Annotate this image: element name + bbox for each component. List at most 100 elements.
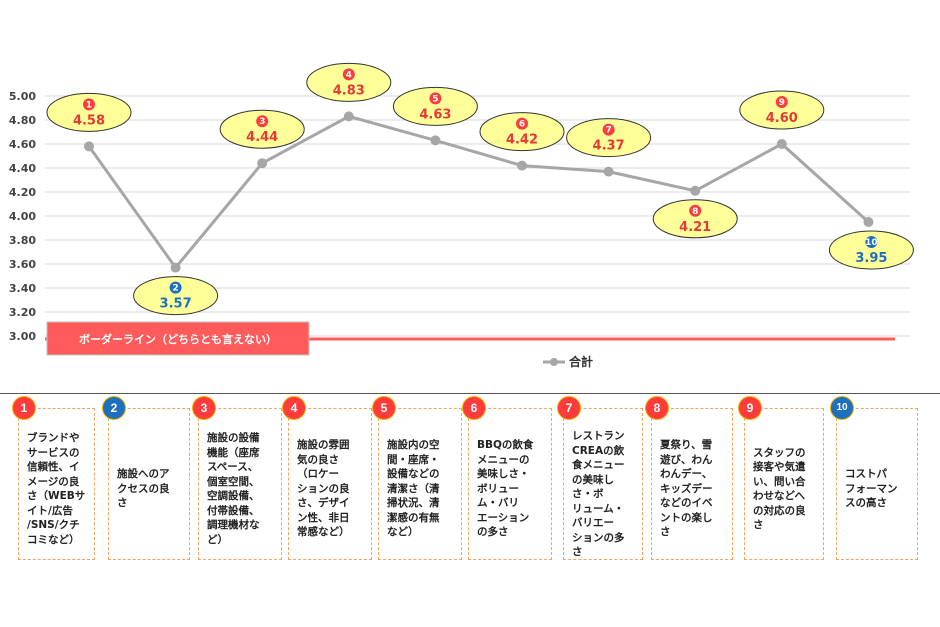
marker-number: 2 (172, 284, 178, 294)
data-point (776, 139, 787, 149)
data-label-bubble: 94.60 (739, 90, 825, 130)
item-number-badge: 1 (13, 397, 35, 419)
item-number-badge: 6 (463, 397, 485, 419)
y-tick-label: 4.80 (9, 114, 36, 127)
item-description: スタッフの 接客や気遣 い、問い合 わせなどへ の対応の良 さ (753, 446, 806, 532)
y-tick-label: 3.60 (9, 258, 36, 271)
borderline-box: ボーダーライン（どちらとも言えない） (46, 321, 310, 356)
data-value-label: 4.37 (593, 139, 625, 154)
data-point (430, 135, 441, 146)
item-number-badge: 10 (831, 397, 853, 419)
marker-number: 5 (432, 94, 438, 104)
y-tick-label: 4.60 (9, 138, 36, 151)
data-value-label: 4.42 (506, 133, 538, 148)
item-card: 4 施設の雰囲 気の良さ （ロケー ションの良 さ、デザイ ン性、非日 常感など） (283, 397, 372, 560)
data-label-bubble: 84.21 (652, 199, 738, 239)
marker-number: 6 (519, 120, 525, 130)
data-points (84, 111, 874, 273)
marker-number-badge (169, 281, 182, 294)
item-number-badge: 7 (558, 397, 580, 419)
data-value-label: 4.44 (246, 130, 278, 145)
data-point (343, 111, 354, 122)
y-tick-label: 4.00 (9, 210, 36, 223)
data-point (603, 166, 614, 177)
item-card: 9 スタッフの 接客や気遣 い、問い合 わせなどへ の対応の良 さ (739, 397, 824, 560)
data-value-label: 4.21 (679, 220, 711, 235)
y-tick-label: 4.20 (9, 186, 36, 199)
data-value-label: 4.58 (73, 113, 105, 128)
y-tick-label: 5.00 (9, 90, 36, 103)
item-card: 8 夏祭り、雪 遊び、わん わんデー、 キッズデー などのイベ ントの楽し さ (646, 397, 733, 560)
y-tick-label: 3.40 (9, 282, 36, 295)
data-label-bubble: 23.57 (133, 276, 219, 316)
item-description: 施設内の空 間・座席・ 設備などの 清潔さ（清 掃状況、清 潔感の有無 など） (387, 439, 440, 539)
item-card: 5 施設内の空 間・座席・ 設備などの 清潔さ（清 掃状況、清 潔感の有無 など） (373, 397, 462, 560)
marker-number-badge (865, 236, 878, 248)
item-description: 施設の雰囲 気の良さ （ロケー ションの良 さ、デザイ ン性、非日 常感など） (297, 439, 350, 539)
data-label-bubble: 103.95 (828, 230, 914, 270)
marker-number-badge (775, 96, 788, 108)
item-description: コストパ フォーマン スの高さ (845, 468, 898, 510)
item-card: 3 施設の設備 機能（座席 スペース、 個室空間、 空調設備、 付帯設備、 調理機… (193, 397, 282, 560)
marker-number: 9 (779, 98, 785, 108)
marker-number: 4 (346, 70, 352, 80)
y-axis: 3.00 3.20 3.40 3.60 3.80 4.00 4.20 4.40 4.60 4.80… (9, 90, 36, 343)
item-description: レストラン CREAの飲 食メニュー の美味し さ・ボ リューム・ バリエー シ… (572, 430, 625, 558)
item-description: ブランドや サービスの 信頼性、イ メージの良 さ（WEBサ イト/広告 /SN… (27, 432, 86, 546)
item-card: 7 レストラン CREAの飲 食メニュー の美味し さ・ボ リューム・ バリエー … (558, 397, 643, 560)
item-description: 施設の設備 機能（座席 スペース、 個室空間、 空調設備、 付帯設備、 調理機材… (207, 432, 260, 546)
marker-number: 10 (865, 238, 878, 248)
data-value-label: 3.57 (160, 297, 192, 312)
marker-number-badge (429, 92, 442, 105)
item-number-badge: 9 (739, 397, 761, 419)
data-labels: 14.5823.5734.4444.8354.6364.4274.3784.21… (46, 62, 914, 316)
item-card: 1 ブランドや サービスの 信頼性、イ メージの良 さ（WEBサ イト/広告 /S… (13, 397, 95, 560)
item-description: 夏祭り、雪 遊び、わん わんデー、 キッズデー などのイベ ントの楽し さ (660, 439, 713, 539)
borderline-label: ボーダーライン（どちらとも言えない） (79, 332, 277, 346)
legend-marker (550, 358, 558, 366)
data-point (517, 160, 527, 171)
data-point (84, 141, 94, 152)
marker-number: 1 (86, 100, 92, 110)
data-value-label: 4.63 (419, 107, 451, 122)
item-number-badge: 3 (193, 397, 215, 419)
marker-number-badge (342, 68, 355, 81)
item-number-badge: 2 (103, 397, 125, 419)
item-card: 2 施設へのア クセスの良 さ (103, 397, 190, 560)
marker-number: 7 (605, 126, 611, 136)
marker-number-badge (602, 123, 615, 136)
item-description: BBQの飲食 メニューの 美味しさ・ ボリュー ム・バリ エーション の多さ (477, 439, 534, 539)
legend-label: 合計 (569, 354, 593, 369)
data-label-bubble: 14.58 (46, 92, 132, 132)
item-number-badge: 5 (373, 397, 395, 419)
marker-number-badge (256, 115, 269, 128)
item-card: 10 コストパ フォーマン スの高さ (831, 397, 918, 560)
data-value-label: 3.95 (855, 251, 887, 266)
data-value-label: 4.60 (766, 111, 798, 126)
data-point (257, 158, 268, 169)
data-label-bubble: 54.63 (392, 86, 478, 126)
y-tick-label: 4.40 (9, 162, 36, 175)
data-point (863, 217, 874, 227)
item-number-badge: 4 (283, 397, 305, 419)
item-number-badge: 8 (646, 397, 668, 419)
data-point (690, 185, 701, 196)
data-label-bubble: 74.37 (566, 118, 652, 158)
data-value-label: 4.83 (333, 83, 365, 98)
y-tick-label: 3.20 (9, 306, 36, 319)
data-label-bubble: 64.42 (479, 112, 565, 152)
legend: 合計 (543, 354, 593, 369)
line-chart: 3.00 3.20 3.40 3.60 3.80 4.00 4.20 4.40 4.60 4.80… (9, 62, 914, 369)
item-description: 施設へのア クセスの良 さ (117, 468, 170, 510)
y-tick-label: 3.80 (9, 234, 36, 247)
series-line (87, 114, 870, 271)
data-label-bubble: 44.83 (306, 62, 392, 102)
data-label-bubble: 34.44 (219, 109, 305, 149)
data-point (170, 262, 181, 273)
marker-number-badge (689, 204, 702, 217)
marker-number: 3 (259, 117, 265, 127)
y-tick-label: 3.00 (9, 330, 36, 343)
marker-number: 8 (692, 207, 698, 217)
marker-number-badge (516, 117, 528, 130)
